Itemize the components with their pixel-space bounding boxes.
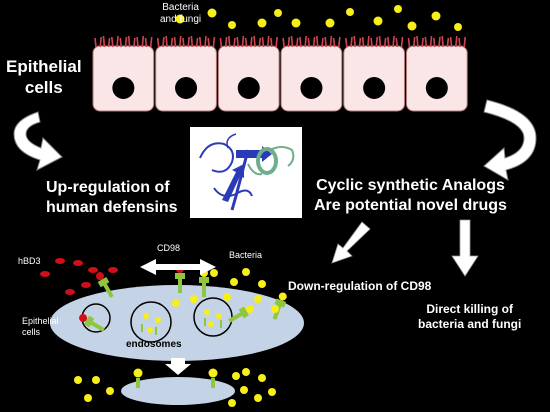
bacteria-fungi-line2: and fungi bbox=[160, 14, 202, 25]
cd98-label: CD98 bbox=[157, 243, 181, 253]
cd98-receptor bbox=[79, 314, 105, 332]
epithelial-cell bbox=[406, 35, 468, 112]
internalization-arrow bbox=[165, 358, 191, 375]
endosomes-label: endosomes bbox=[126, 339, 182, 350]
epithelial-line2: cells bbox=[24, 78, 63, 97]
cell-nucleus bbox=[237, 77, 260, 99]
upregulation-line2: human defensins bbox=[46, 199, 178, 216]
epithelial-small-line2: cells bbox=[22, 327, 41, 337]
cell-membrane-ellipse bbox=[50, 285, 304, 361]
down-arrow-left bbox=[331, 221, 371, 264]
bottom-cell-ellipse bbox=[121, 377, 235, 405]
cell-nucleus bbox=[425, 77, 448, 99]
double-headed-arrow bbox=[140, 259, 216, 275]
epithelial-small-line1: Epithelial bbox=[22, 316, 59, 326]
upregulation-line1: Up-regulation of bbox=[46, 179, 170, 196]
down-arrow-right bbox=[451, 219, 479, 277]
direct-killing-label: Direct killing of bacteria and fungi bbox=[418, 302, 521, 332]
epithelial-line1: Epithelial bbox=[6, 57, 82, 76]
cell-nucleus bbox=[363, 77, 386, 99]
curved-arrow-left bbox=[13, 111, 63, 171]
direct-killing-line1: Direct killing of bbox=[426, 302, 514, 316]
upregulation-label: Up-regulation of human defensins bbox=[46, 178, 178, 218]
epithelial-cell bbox=[92, 35, 155, 112]
cyclic-line1: Cyclic synthetic Analogs bbox=[316, 177, 505, 194]
bacteria-fungi-line1: Bacteria bbox=[162, 2, 199, 13]
cell-nucleus bbox=[175, 77, 198, 99]
epithelial-cell bbox=[217, 35, 280, 112]
curved-arrow-right bbox=[483, 99, 537, 181]
endosome-contents bbox=[141, 309, 222, 335]
epithelial-small-label: Epithelial cells bbox=[22, 316, 59, 338]
epithelial-cell bbox=[343, 35, 405, 112]
bacteria-fungi-label: Bacteria and fungi bbox=[160, 2, 201, 26]
cell-nucleus bbox=[300, 77, 323, 99]
hbd3-peptides bbox=[40, 258, 118, 295]
cd98-receptor bbox=[228, 305, 254, 323]
cd98-receptor-bottom bbox=[133, 368, 143, 388]
cyclic-line2: Are potential novel drugs bbox=[314, 197, 507, 214]
epithelial-cell-row bbox=[92, 35, 468, 112]
cyclic-analogs-label: Cyclic synthetic Analogs Are potential n… bbox=[314, 176, 507, 216]
cd98-receptors bbox=[79, 265, 287, 388]
cell-nucleus bbox=[112, 77, 135, 99]
lower-bacteria bbox=[74, 268, 279, 407]
cd98-receptor-bottom bbox=[208, 368, 218, 388]
epithelial-cell bbox=[155, 35, 217, 112]
peptide-structure bbox=[190, 127, 302, 218]
top-bacteria bbox=[175, 5, 462, 31]
downregulation-label: Down-regulation of CD98 bbox=[288, 279, 432, 293]
bacteria-small-label: Bacteria bbox=[229, 250, 263, 260]
epithelial-cells-label: Epithelial cells bbox=[6, 56, 82, 98]
cd98-receptor bbox=[96, 272, 114, 298]
hbd3-label: hBD3 bbox=[18, 256, 41, 266]
direct-killing-line2: bacteria and fungi bbox=[418, 317, 522, 331]
epithelial-cell bbox=[280, 35, 343, 112]
